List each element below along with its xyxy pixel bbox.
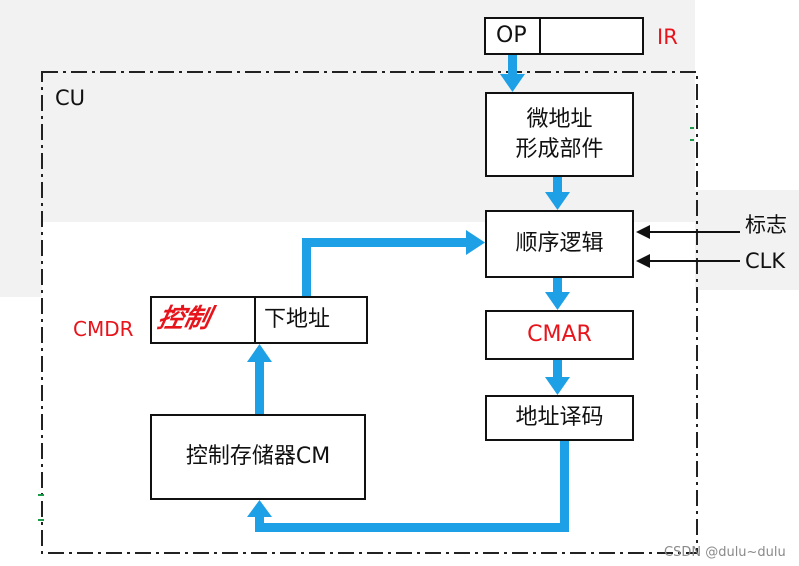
- addr-decoder: 地址译码: [485, 395, 634, 441]
- sequence-logic: 顺序逻辑: [485, 210, 634, 278]
- ir-label: IR: [657, 25, 678, 49]
- cmdr-control-text: 控制: [154, 304, 214, 335]
- cmar-register: CMAR: [485, 310, 634, 360]
- cmdr-next-addr-text: 下地址: [264, 307, 331, 333]
- arrow-decoder-to-cm: [247, 440, 569, 532]
- micro-addr-line1: 微地址: [526, 106, 593, 132]
- ir-addr-field: [539, 17, 644, 55]
- cmdr-next-addr-field: 下地址: [254, 296, 368, 344]
- cu-label: CU: [55, 86, 86, 110]
- clk-label: CLK: [745, 249, 786, 273]
- arrow-cmar-to-decoder: [545, 360, 570, 395]
- micro-addr-unit: 微地址 形成部件: [485, 92, 634, 177]
- gray-band-right: [695, 190, 799, 290]
- cmar-text: CMAR: [527, 322, 592, 348]
- gray-band-left: [0, 222, 42, 297]
- control-store: 控制存储器CM: [150, 414, 366, 500]
- cu-boundary: [41, 71, 698, 554]
- arrow-micro-addr-to-seq: [545, 177, 570, 210]
- arrow-cm-to-cmdr: [247, 344, 272, 414]
- sequence-logic-text: 顺序逻辑: [515, 231, 604, 257]
- flag-label: 标志: [745, 213, 787, 237]
- ir-op-text: OP: [496, 23, 527, 49]
- addr-decoder-text: 地址译码: [515, 405, 604, 431]
- ir-op-field: OP: [484, 17, 541, 55]
- watermark: CSDN @dulu~dulu: [664, 545, 786, 560]
- cmdr-label: CMDR: [73, 317, 134, 341]
- arrow-ir-to-micro-addr: [500, 55, 525, 92]
- cmdr-control-field: 控制: [150, 296, 256, 344]
- arrow-seq-to-cmar: [545, 278, 570, 310]
- arrow-cmdr-to-seq: [302, 230, 485, 296]
- control-store-text: 控制存储器CM: [185, 444, 331, 470]
- micro-addr-line2: 形成部件: [515, 136, 604, 162]
